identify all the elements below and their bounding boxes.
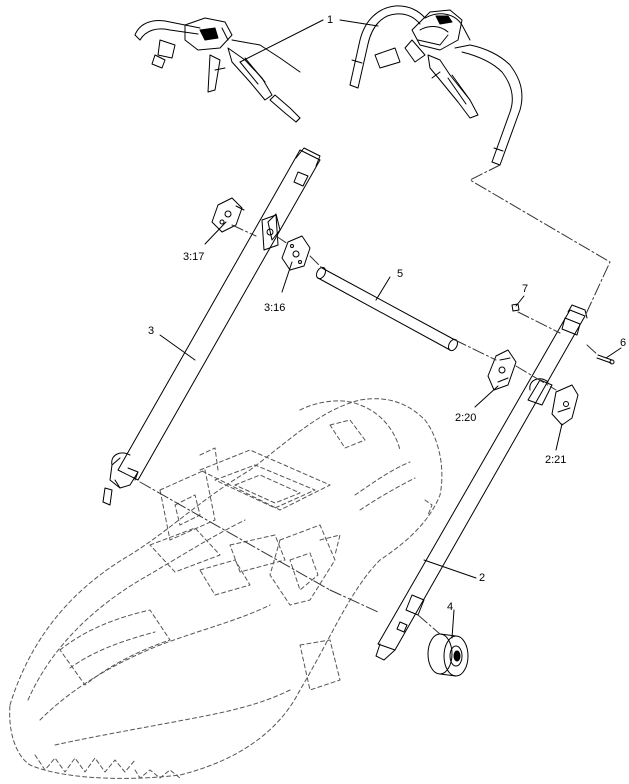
callout-7: 7 (522, 283, 529, 295)
callout-2-21: 2:21 (545, 454, 567, 466)
callout-3-16: 3:16 (264, 302, 286, 314)
bracket-2-20 (487, 349, 517, 391)
alignment-lines (139, 164, 611, 635)
callout-1: 1 (327, 14, 334, 26)
upper-handle-assembly (349, 5, 523, 166)
callout-6: 6 (620, 337, 627, 349)
right-lower-handle (375, 304, 588, 661)
left-lower-handle (102, 147, 321, 506)
cover-2-21 (551, 384, 579, 426)
wheel-4 (427, 633, 469, 677)
mower-deck-phantom (9, 398, 443, 779)
screw-7 (511, 303, 520, 312)
callout-2: 2 (479, 572, 486, 584)
callout-3: 3 (148, 325, 155, 337)
callout-5: 5 (397, 268, 404, 280)
bolt-6 (596, 354, 615, 365)
cross-tube (315, 266, 459, 352)
callout-2-20: 2:20 (455, 412, 477, 424)
upper-handle-detail (134, 17, 301, 123)
callout-3-17: 3:17 (183, 251, 205, 263)
leader-lines (159, 19, 622, 639)
bracket-3-16 (261, 214, 311, 271)
callout-4: 4 (447, 601, 454, 613)
bracket-3-17 (211, 197, 245, 233)
